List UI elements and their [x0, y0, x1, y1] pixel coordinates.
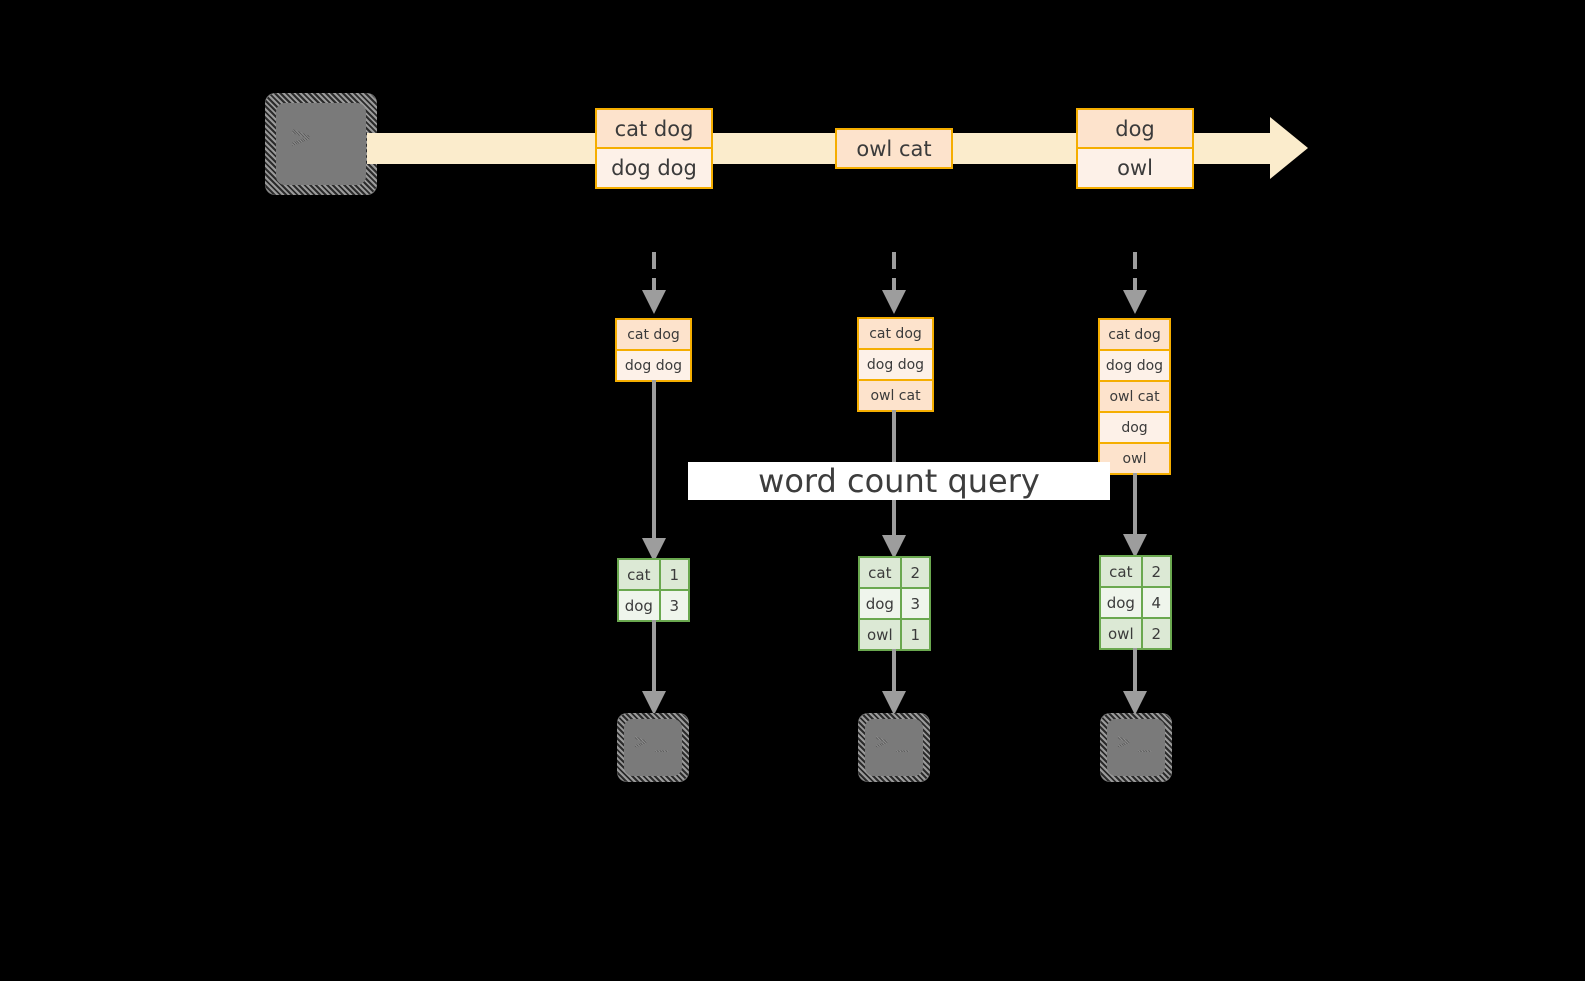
trigger-arrow-dashed-1: [642, 252, 666, 314]
input-row: cat dog: [857, 317, 934, 350]
trigger-arrow-dashed-3: [1123, 252, 1147, 314]
result-count-cell: 1: [901, 620, 929, 649]
result-word-cell: dog: [1101, 588, 1141, 617]
input-row: owl cat: [857, 379, 934, 412]
result-word-cell: cat: [860, 558, 900, 587]
result-word-cell: dog: [619, 591, 659, 620]
stream-batch-3: dog owl: [1076, 108, 1194, 189]
result-count-cell: 2: [1142, 619, 1170, 648]
result-word-cell: cat: [1101, 557, 1141, 586]
terminal-prompt-glyph: >: [634, 730, 649, 755]
sink-terminal-icon-3: > _: [1100, 713, 1172, 782]
stream-record: dog dog: [595, 147, 713, 189]
terminal-body: [624, 719, 682, 776]
sink-arrow-3: [1123, 648, 1147, 715]
sink-terminal-icon-1: > _: [617, 713, 689, 782]
stream-record: dog: [1076, 108, 1194, 149]
terminal-body: [276, 103, 366, 185]
trigger-arrow-dashed-2: [882, 252, 906, 314]
event-stream-arrow-head: [1270, 117, 1308, 179]
result-table-1: cat 1 dog 3: [617, 558, 690, 622]
input-row: dog dog: [1098, 349, 1171, 382]
input-table-1: cat dog dog dog: [615, 318, 692, 382]
sink-arrow-2: [882, 649, 906, 715]
result-word-cell: dog: [860, 589, 900, 618]
terminal-cursor-glyph: _: [896, 728, 911, 753]
banner-label: word count query: [758, 462, 1040, 500]
result-table-3: cat 2 dog 4 owl 2: [1099, 555, 1172, 650]
result-count-cell: 4: [1142, 588, 1170, 617]
query-arrow-1: [642, 380, 666, 562]
result-count-cell: 2: [1142, 557, 1170, 586]
input-row: cat dog: [1098, 318, 1171, 351]
terminal-body: [865, 719, 923, 776]
input-table-3: cat dog dog dog owl cat dog owl: [1098, 318, 1171, 475]
stream-record: owl: [1076, 147, 1194, 189]
terminal-prompt-glyph: >: [291, 117, 312, 156]
stream-record: cat dog: [595, 108, 713, 149]
result-count-cell: 1: [660, 560, 688, 589]
stream-batch-1: cat dog dog dog: [595, 108, 713, 189]
input-row: dog dog: [615, 349, 692, 382]
sink-terminal-icon-2: > _: [858, 713, 930, 782]
input-row: owl cat: [1098, 380, 1171, 413]
result-word-cell: owl: [860, 620, 900, 649]
terminal-prompt-glyph: >: [1117, 730, 1132, 755]
source-terminal-icon: > _: [265, 93, 377, 195]
terminal-body: [1107, 719, 1165, 776]
input-row: cat dog: [615, 318, 692, 351]
result-count-cell: 3: [660, 591, 688, 620]
terminal-cursor-glyph: _: [1138, 728, 1153, 753]
result-count-cell: 2: [901, 558, 929, 587]
result-count-cell: 3: [901, 589, 929, 618]
word-count-query-banner: word count query: [688, 462, 1110, 500]
input-table-2: cat dog dog dog owl cat: [857, 317, 934, 412]
terminal-cursor-glyph: _: [323, 114, 344, 153]
result-word-cell: owl: [1101, 619, 1141, 648]
terminal-prompt-glyph: >: [875, 730, 890, 755]
stream-record: owl cat: [835, 128, 953, 169]
result-table-2: cat 2 dog 3 owl 1: [858, 556, 931, 651]
terminal-cursor-glyph: _: [655, 728, 670, 753]
sink-arrow-1: [642, 620, 666, 715]
result-word-cell: cat: [619, 560, 659, 589]
input-row: dog dog: [857, 348, 934, 381]
stream-batch-2: owl cat: [835, 128, 953, 169]
input-row: dog: [1098, 411, 1171, 444]
input-row: owl: [1098, 442, 1171, 475]
query-arrow-3: [1123, 473, 1147, 558]
